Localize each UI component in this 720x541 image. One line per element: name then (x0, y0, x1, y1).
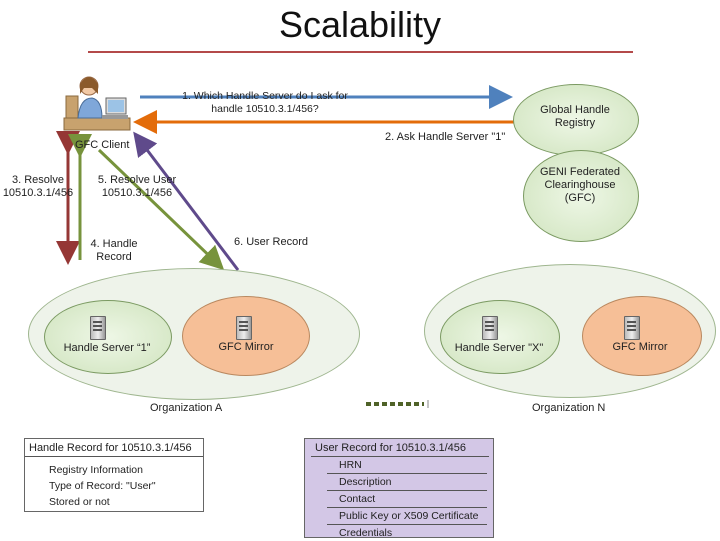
user-record-row: Description (327, 474, 487, 491)
handle-server-x-node[interactable] (440, 300, 560, 374)
handle-record-row: Type of Record: "User" (49, 480, 156, 492)
handle-server-x-label: Handle Server "X" (454, 342, 544, 354)
handle-record-box: Handle Record for 10510.3.1/456 Registry… (24, 438, 204, 512)
organization-a-label: Organization A (150, 402, 223, 414)
handle-record-row: Registry Information (49, 464, 143, 476)
gfc-mirror-a-label: GFC Mirror (218, 341, 274, 353)
handle-record-header: Handle Record for 10510.3.1/456 (25, 439, 203, 457)
user-record-row: Credentials (339, 527, 393, 539)
user-record-row: Public Key or X509 Certificate (327, 508, 487, 525)
gfc-client-label: GFC Client (75, 139, 130, 151)
person-icon (62, 72, 134, 138)
gfc-mirror-n-node[interactable] (582, 296, 702, 376)
user-record-header: User Record for 10510.3.1/456 (311, 439, 489, 457)
arrow-6-user-record (133, 131, 240, 271)
arrow-6-label: 6. User Record (234, 236, 308, 248)
arrow-2-label: 2. Ask Handle Server "1" (385, 131, 506, 143)
gfc-mirror-a-node[interactable] (182, 296, 310, 376)
global-handle-registry-label: Global Handle Registry (540, 104, 610, 129)
global-handle-registry-node[interactable] (513, 84, 639, 156)
user-record-row: HRN (327, 457, 487, 474)
organization-n-label: Organization N (532, 402, 606, 414)
title-divider (88, 51, 633, 53)
handle-record-row: Stored or not (49, 496, 110, 508)
user-record-row: Contact (327, 491, 487, 508)
arrow-4-label: 4. Handle Record (90, 238, 138, 263)
handle-server-1-label: Handle Server “1” (63, 342, 151, 354)
user-record-box: User Record for 10510.3.1/456 HRN Descri… (304, 438, 494, 539)
handle-server-1-node[interactable] (44, 300, 172, 374)
server-icon (482, 316, 498, 340)
arrow-5-label: 5. Resolve User 10510.3.1/456 (97, 174, 177, 199)
arrow-3-label: 3. Resolve 10510.3.1/456 (2, 174, 74, 199)
arrow-5-resolve-user (97, 148, 225, 271)
server-icon (90, 316, 106, 340)
server-icon (624, 316, 640, 340)
slide-title: Scalability (278, 4, 442, 45)
gfc-mirror-n-label: GFC Mirror (612, 341, 668, 353)
geni-clearinghouse-node[interactable] (523, 150, 639, 242)
arrow-1-label: 1. Which Handle Server do I ask for hand… (182, 90, 348, 115)
server-icon (236, 316, 252, 340)
geni-clearinghouse-label: GENI Federated Clearinghouse (GFC) (539, 166, 621, 204)
